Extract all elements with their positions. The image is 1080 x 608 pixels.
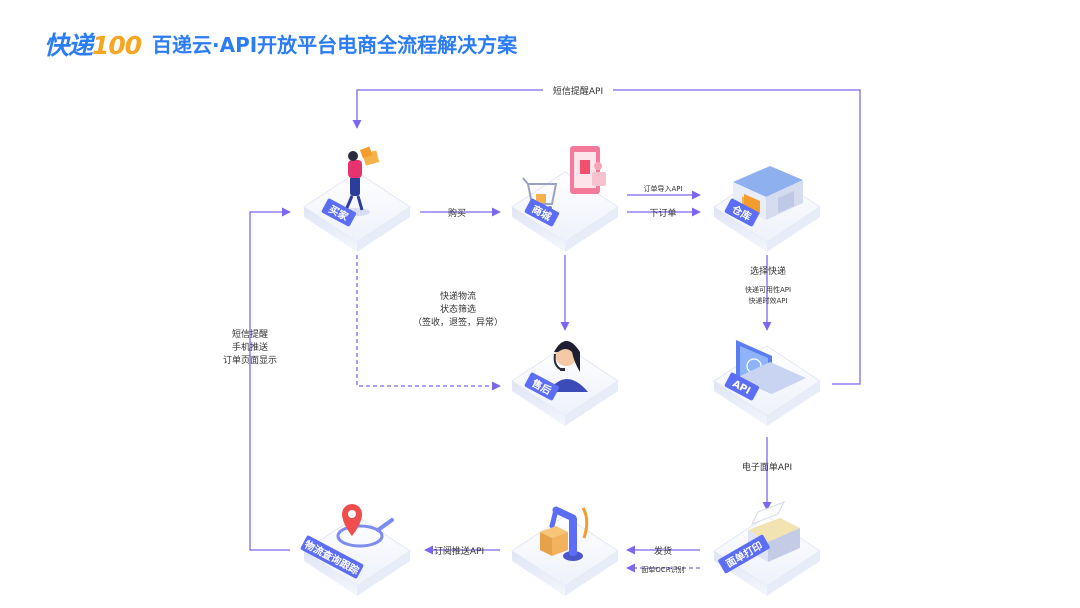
node-mall: 商城 — [511, 146, 619, 252]
location-search-illustration — [336, 504, 394, 548]
label-waybill-ocr: 面单OCR识别 — [641, 565, 684, 574]
label-express-logistics-1: 快递物流 — [440, 290, 476, 302]
node-warehouse: 仓库 — [713, 166, 821, 252]
printer-illustration — [748, 501, 800, 562]
label-left-3: 订单页面显示 — [223, 354, 277, 366]
page-title: 百递云·API开放平台电商全流程解决方案 — [152, 33, 518, 57]
robot-arm-illustration — [540, 506, 589, 561]
label-select-express: 选择快递 — [750, 265, 786, 277]
label-left-2: 手机推送 — [232, 341, 268, 353]
arrow-tracking-to-buyer — [249, 207, 291, 551]
aftersale-illustration — [548, 341, 588, 392]
header: 快递100 百递云·API开放平台电商全流程解决方案 — [0, 0, 1080, 70]
node-aftersale: 售后 — [511, 341, 619, 426]
label-order-import-api: 订单导入API — [643, 184, 682, 193]
connectors — [249, 89, 861, 573]
arrow-buyer-to-aftersale-dashed — [356, 255, 501, 391]
logo-number: 100 — [92, 31, 142, 60]
label-left-1: 短信提醒 — [232, 328, 268, 340]
arrow-api-to-buyer-sms — [352, 89, 861, 385]
node-ship — [511, 506, 619, 596]
edge-labels: 短信提醒API 购买 订单导入API 下订单 选择快递 快递可用性API 快递时… — [223, 83, 792, 574]
label-express-availability-api: 快递可用性API — [745, 285, 791, 294]
label-top-sms-api: 短信提醒API — [553, 85, 603, 97]
label-buy: 购买 — [448, 207, 466, 219]
kuaidi100-logo: 快递100 — [44, 26, 142, 62]
mall-illustration — [522, 146, 606, 210]
label-place-order: 下订单 — [649, 207, 676, 219]
label-express-logistics-3: （签收，退签，异常） — [413, 316, 503, 328]
label-deliver: 发货 — [654, 545, 672, 557]
warehouse-illustration — [733, 166, 803, 220]
node-waybill-print: 面单打印 — [713, 501, 821, 596]
label-e-waybill-api: 电子面单API — [742, 461, 792, 473]
node-buyer: 买家 — [303, 146, 411, 252]
label-express-logistics-2: 状态筛选 — [440, 303, 476, 315]
node-api: API — [713, 340, 821, 426]
label-subscribe-push-api: 订阅推送API — [434, 545, 484, 557]
label-express-timeliness-api: 快递时效API — [748, 296, 787, 305]
logo-text: 快递 — [44, 31, 93, 60]
node-tracking: 物流查询跟踪 — [300, 504, 411, 596]
